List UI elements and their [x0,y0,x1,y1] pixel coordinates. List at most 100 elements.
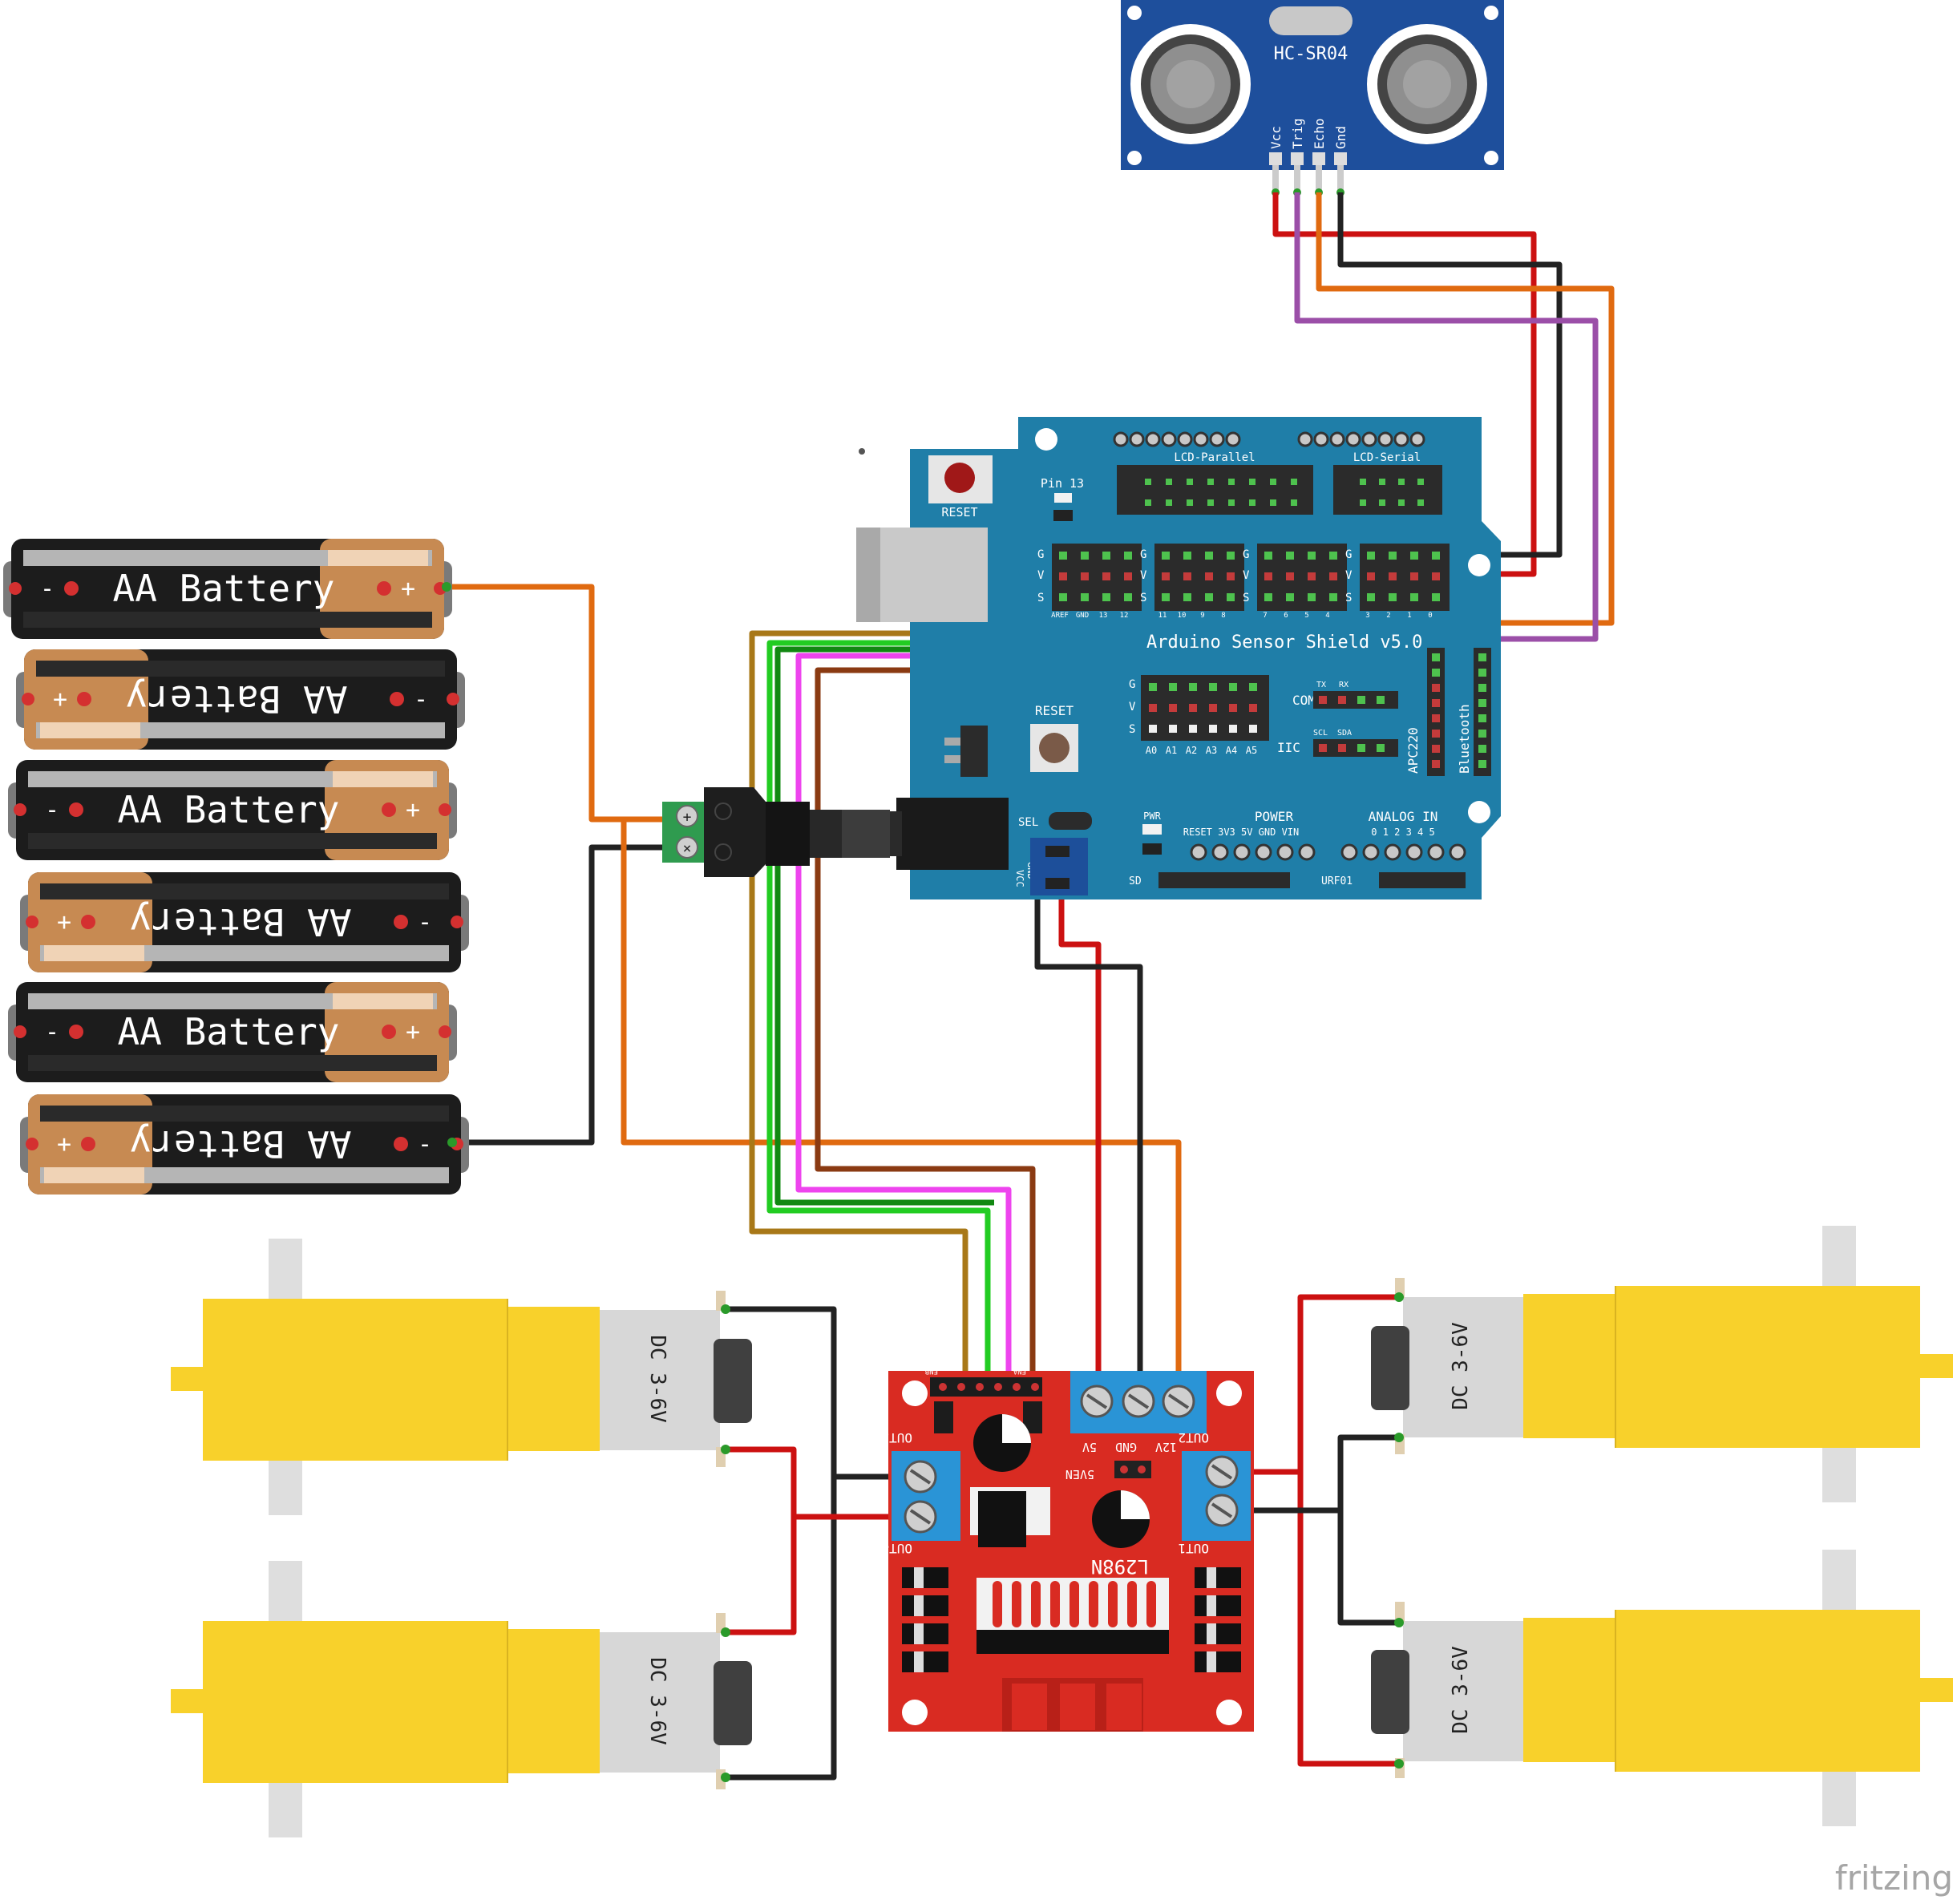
lcd-pin [1270,479,1276,485]
apc-pin [1432,760,1440,768]
digital-pin [1102,593,1110,601]
battery-terminal [22,693,34,705]
motor-can [1403,1621,1523,1761]
aa-battery: AA Battery-+ [3,539,452,639]
battery-terminal [9,582,22,595]
analog-in-hole [1427,843,1445,861]
lcd-parallel-label: LCD-Parallel [1174,451,1255,464]
digital-pin [1059,572,1067,580]
bt-pin [1478,745,1486,753]
sensor-pin-leg [1316,165,1322,194]
battery-highlight [36,661,445,677]
analog-pin [1229,704,1237,712]
adapter-body [704,787,766,877]
battery-label-group: AA Battery [113,567,335,610]
digital-pin [1205,593,1213,601]
analog-header [1141,675,1269,741]
shield-title: Arduino Sensor Shield v5.0 [1146,633,1422,653]
wire-motor-tl-red [726,1446,797,1635]
battery-plus: + [57,908,71,936]
battery-terminal [26,916,38,928]
screw-slot [1211,1502,1233,1518]
diode-band [914,1651,924,1672]
shield-board [910,417,1501,899]
battery-highlight [44,945,144,961]
iic-pin [1319,744,1327,752]
digital-row-g: G [1345,548,1352,561]
digital-pin-label: 5 [1304,612,1308,620]
dc-motor: DC 3-6V [1371,1226,1953,1502]
bluetooth-header [1474,648,1491,776]
lcd-pin [1228,479,1235,485]
sven-label: 5VEN [1065,1467,1094,1482]
digital-pin [1432,572,1440,580]
analog-pin-label: A4 [1226,745,1237,756]
lcd-pin [1417,479,1424,485]
digital-pin [1081,593,1089,601]
motor-gearbox [1615,1286,1920,1448]
battery-label: AA Battery [118,1010,340,1053]
lcd-pin [1249,499,1256,506]
analog-pin [1149,725,1157,733]
lcd-pin [1379,499,1385,506]
pwr-led [1142,824,1162,835]
pin13-label: Pin 13 [1041,476,1084,491]
battery-label-group: AA Battery [118,788,340,831]
heat-fin [1108,1581,1118,1627]
digital-pin [1183,572,1191,580]
reset-label: RESET [941,505,977,519]
digital-pin [1432,552,1440,560]
analog-in-hole [1449,843,1466,861]
battery-label: AA Battery [113,567,335,610]
digital-pin [1308,593,1316,601]
wire-motor-tr-black [1337,1434,1399,1626]
digital-row-s: S [1243,592,1249,604]
bt-pin [1478,699,1486,707]
lcd-serial-label: LCD-Serial [1353,451,1421,464]
sensor-pin-pad [1269,152,1282,165]
battery-dot [382,1025,396,1039]
battery-label: AA Battery [118,788,340,831]
battery-dot [390,692,404,706]
motor-can [1403,1297,1523,1437]
com-pin [1377,696,1385,704]
motor-gearbox-front [507,1307,600,1451]
lcd-pin [1360,479,1366,485]
digital-pin [1081,552,1089,560]
digital-pin-label: 6 [1284,612,1288,620]
battery-pack: AA Battery-+AA Battery-+AA Battery-+AA B… [3,539,469,1195]
analog-pin-label: A0 [1146,745,1157,756]
analog-pin [1249,725,1257,733]
analog-pin [1249,683,1257,691]
heat-fin [1070,1581,1079,1627]
analog-pin [1149,683,1157,691]
diode-band [1207,1595,1216,1616]
battery-highlight [328,550,428,566]
motor-gearbox-front [1523,1294,1615,1438]
digital-pin [1308,552,1316,560]
digital-pin [1183,552,1191,560]
header-hole [1225,431,1241,447]
lcd-pin [1187,479,1193,485]
urf-header [1379,872,1466,888]
lcd-pin [1270,499,1276,506]
com-pin [1357,696,1365,704]
motor-wire-end [721,1304,730,1314]
sensor-pin-leg [1294,165,1300,194]
battery-terminal [451,916,463,928]
digital-pin [1162,552,1170,560]
digital-pin-label: 11 [1158,612,1167,620]
analog-pin [1169,704,1177,712]
digital-pin-label: 12 [1120,612,1129,620]
apc-pin [1432,684,1440,692]
lcd-pin [1228,499,1235,506]
analog-pin-label: A1 [1166,745,1177,756]
lcd-pin [1166,499,1172,506]
digital-pin [1081,572,1089,580]
diode-band [914,1595,924,1616]
motor-gearbox [203,1299,507,1461]
scl-label: SCL [1313,729,1328,738]
header-jumper [934,1401,953,1433]
header-hole [1129,431,1145,447]
